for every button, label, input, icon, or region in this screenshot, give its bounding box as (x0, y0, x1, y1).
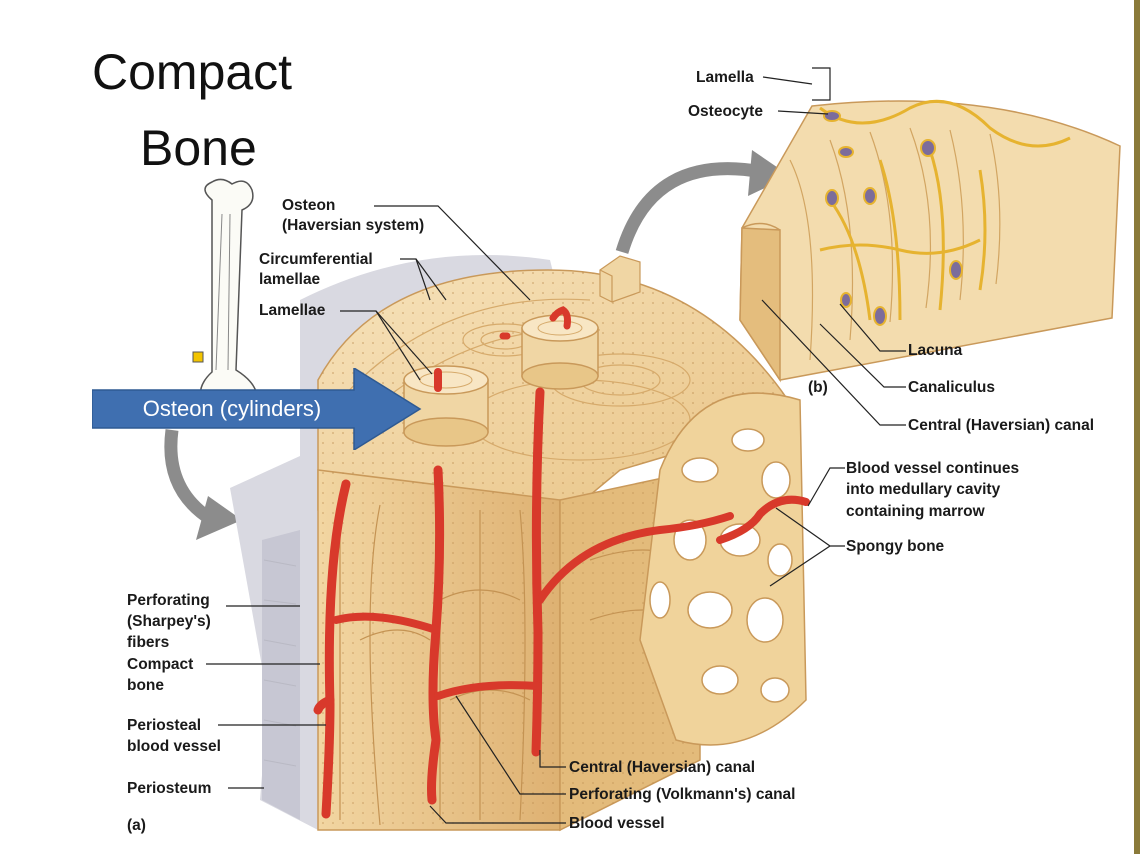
label-periosteum: Periosteum (127, 780, 212, 797)
label-blood-vessel: Blood vessel (569, 815, 665, 832)
osteon-cylinders (403, 314, 599, 447)
label-circumferential-line2: lamellae (259, 271, 321, 288)
label-blood-vessel-continues-line2: into medullary cavity (846, 481, 1001, 498)
label-compact-bone-line1: Compact (127, 656, 194, 673)
osteon-callout-arrow (92, 368, 422, 450)
label-lamellae: Lamellae (259, 302, 326, 319)
title-line-2: Bone (140, 120, 257, 176)
grey-arrow-right (615, 150, 790, 254)
osteon-callout-text: Osteon (cylinders) (142, 396, 322, 421)
blood-vessels (313, 306, 810, 819)
compact-bone-block (317, 269, 789, 832)
label-perforating-line3: fibers (127, 634, 170, 651)
panel-b-magnified (739, 99, 1121, 383)
label-blood-vessel-continues-line1: Blood vessel continues (846, 460, 1020, 477)
tissue-sample-cube (599, 255, 641, 303)
label-spongy-bone: Spongy bone (846, 538, 945, 555)
label-lacuna: Lacuna (908, 342, 963, 359)
label-central-canal-a: Central (Haversian) canal (569, 759, 756, 776)
label-periosteal-line2: blood vessel (127, 738, 221, 755)
panel-b-letter: (b) (808, 379, 828, 396)
label-volkmann-canal: Perforating (Volkmann's) canal (569, 786, 796, 803)
label-canaliculus: Canaliculus (908, 379, 995, 396)
label-perforating-line1: Perforating (127, 592, 210, 609)
long-bone-icon (192, 178, 258, 416)
spongy-bone (639, 392, 807, 746)
label-osteocyte: Osteocyte (688, 103, 763, 120)
label-central-canal-b: Central (Haversian) canal (908, 417, 1095, 434)
label-lamella: Lamella (696, 69, 754, 86)
leader-lines (206, 67, 906, 824)
title-line-1: Compact (92, 44, 293, 100)
label-blood-vessel-continues-line3: containing marrow (846, 503, 985, 520)
label-perforating-line2: (Sharpey's) (127, 613, 211, 630)
label-circumferential-line1: Circumferential (259, 251, 373, 268)
label-periosteal-line1: Periosteal (127, 717, 202, 734)
label-osteon-line1: Osteon (282, 197, 336, 214)
grey-arrow-left (164, 429, 242, 540)
label-compact-bone-line2: bone (127, 677, 165, 694)
panel-a-letter: (a) (127, 817, 146, 834)
slide-edge-bar (1134, 0, 1140, 854)
label-osteon-line2: (Haversian system) (282, 217, 425, 234)
